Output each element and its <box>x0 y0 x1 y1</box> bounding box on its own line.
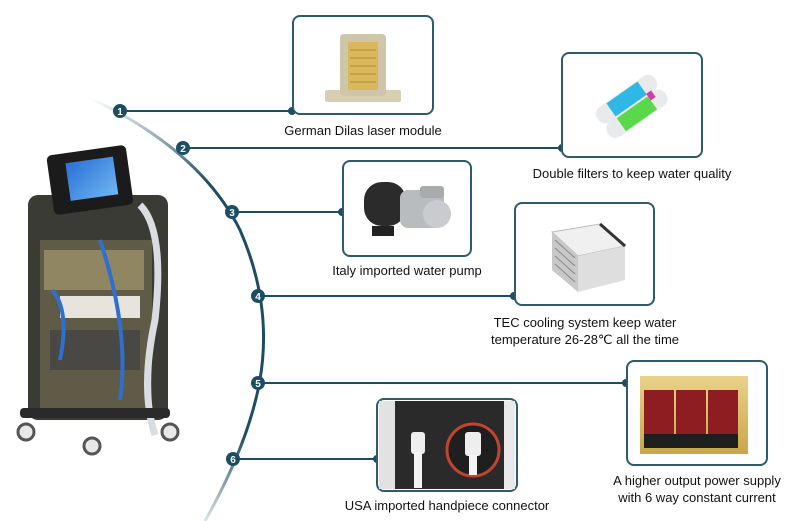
svg-text:1: 1 <box>117 107 123 118</box>
handpiece-connector-image <box>379 401 515 489</box>
feature-card-4 <box>514 202 655 306</box>
feature-card-2 <box>561 52 703 158</box>
laser-machine-illustration <box>16 145 180 456</box>
feature-card-3 <box>342 160 472 257</box>
marker-1: 1 <box>113 104 127 118</box>
svg-text:4: 4 <box>255 292 261 303</box>
caption-4-line-1: TEC cooling system keep water <box>494 315 677 330</box>
feature-card-6 <box>376 398 518 492</box>
marker-6: 6 <box>226 452 240 466</box>
caption-6: USA imported handpiece connector <box>345 498 550 513</box>
marker-4: 4 <box>251 289 265 303</box>
svg-text:3: 3 <box>229 208 235 219</box>
water-filters-image <box>595 74 668 139</box>
marker-5: 5 <box>251 376 265 390</box>
caption-2: Double filters to keep water quality <box>533 166 732 181</box>
marker-3: 3 <box>225 205 239 219</box>
caption-4-line-2: temperature 26-28℃ all the time <box>491 332 679 347</box>
caption-3: Italy imported water pump <box>332 263 482 278</box>
tec-cooler-image <box>550 222 627 292</box>
feature-card-1 <box>292 15 434 115</box>
marker-2: 2 <box>176 141 190 155</box>
svg-text:6: 6 <box>230 455 236 466</box>
svg-text:5: 5 <box>255 379 261 390</box>
caption-1: German Dilas laser module <box>284 123 442 138</box>
power-supply-image <box>640 376 748 454</box>
svg-text:2: 2 <box>180 144 186 155</box>
caption-5-line-2: with 6 way constant current <box>617 490 776 505</box>
water-pump-image <box>364 182 451 236</box>
feature-card-5 <box>626 360 768 466</box>
laser-module-image <box>325 34 401 102</box>
caption-5-line-1: A higher output power supply <box>613 473 781 488</box>
